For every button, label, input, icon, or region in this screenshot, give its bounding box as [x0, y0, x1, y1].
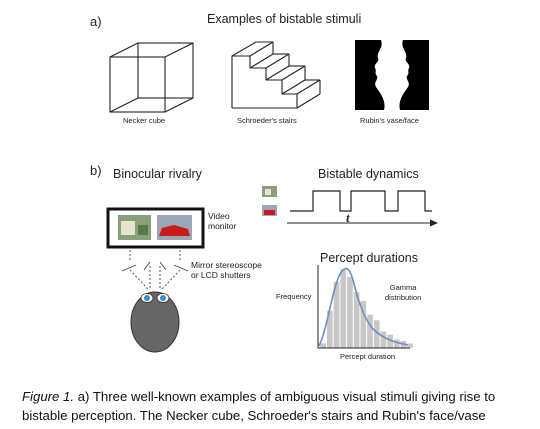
histogram-bar [319, 342, 327, 349]
percept-icons [262, 186, 277, 216]
video-monitor [106, 207, 205, 249]
caption-necker: Necker cube [123, 116, 166, 125]
panel-a-title: Examples of bistable stimuli [207, 12, 362, 26]
rubin-vase-face [355, 40, 429, 110]
caption-line-1: Figure 1. a) Three well-known examples o… [22, 389, 496, 404]
time-symbol: t [346, 210, 350, 225]
caption-rubin: Rubin's vase/face [360, 116, 419, 125]
caption-stairs: Schroeder's stairs [237, 116, 297, 125]
durations-title: Percept durations [320, 251, 418, 265]
histogram-bar [380, 330, 387, 349]
stereoscope-lines [121, 250, 189, 290]
time-arrow [287, 219, 438, 227]
mirror-label: Mirror stereoscope or LCD shutters [191, 260, 262, 280]
y-axis-label: Frequency [276, 292, 312, 301]
histogram-bar [366, 314, 374, 349]
x-axis-label: Percept duration [340, 352, 396, 361]
gamma-label: Gamma distribution [385, 283, 422, 302]
gamma-fit-curve [318, 267, 409, 347]
histogram [319, 268, 414, 349]
histogram-bar [339, 268, 347, 349]
necker-cube [109, 42, 194, 113]
panel-a-label: a) [90, 14, 102, 29]
histogram-bar [346, 276, 354, 349]
schroeder-stairs [231, 41, 321, 109]
rivalry-title: Binocular rivalry [113, 167, 202, 181]
figure-label: Figure 1. [22, 389, 75, 404]
observer-head [130, 291, 180, 353]
figure-caption: Figure 1. a) Three well-known examples o… [22, 387, 522, 425]
dynamics-title: Bistable dynamics [318, 167, 419, 181]
square-wave [290, 190, 432, 212]
panel-b-label: b) [90, 163, 102, 178]
histogram-bar [406, 342, 414, 349]
video-monitor-label: Video monitor [208, 211, 237, 231]
caption-line-2: bistable perception. The Necker cube, Sc… [22, 408, 486, 423]
